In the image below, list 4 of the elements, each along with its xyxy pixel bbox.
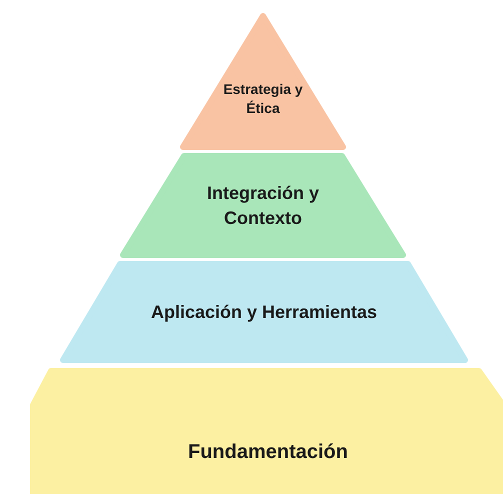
layer-label: Estrategia y Ética — [222, 80, 304, 118]
layer-label: Integración y Contexto — [206, 182, 320, 230]
layer-label: Fundamentación — [186, 440, 349, 464]
layer-label: Aplicación y Herramientas — [150, 300, 378, 324]
